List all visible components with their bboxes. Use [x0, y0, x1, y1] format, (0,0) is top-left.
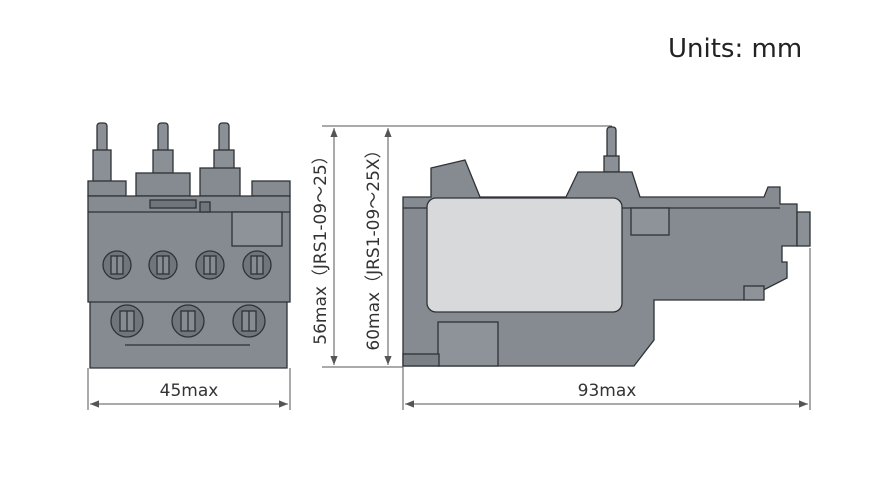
- side-label-window: [426, 197, 623, 313]
- dim-45-label: 45max: [160, 381, 219, 401]
- upper-terminal-screws: [102, 250, 272, 280]
- dim-56-label: 56max（JRS1-09～25）: [311, 147, 331, 345]
- front-reset-panel: [231, 211, 283, 247]
- dim-93-label: 93max: [578, 381, 637, 401]
- side-view: [402, 126, 811, 367]
- front-top-housing: [87, 167, 291, 197]
- lower-terminal-screws: [110, 304, 266, 338]
- dim-60-label: 60max（JRS1-09～25X）: [364, 141, 384, 350]
- dimension-lines: [87, 125, 811, 410]
- front-view: [87, 122, 291, 369]
- units-label: Units: mm: [668, 34, 803, 64]
